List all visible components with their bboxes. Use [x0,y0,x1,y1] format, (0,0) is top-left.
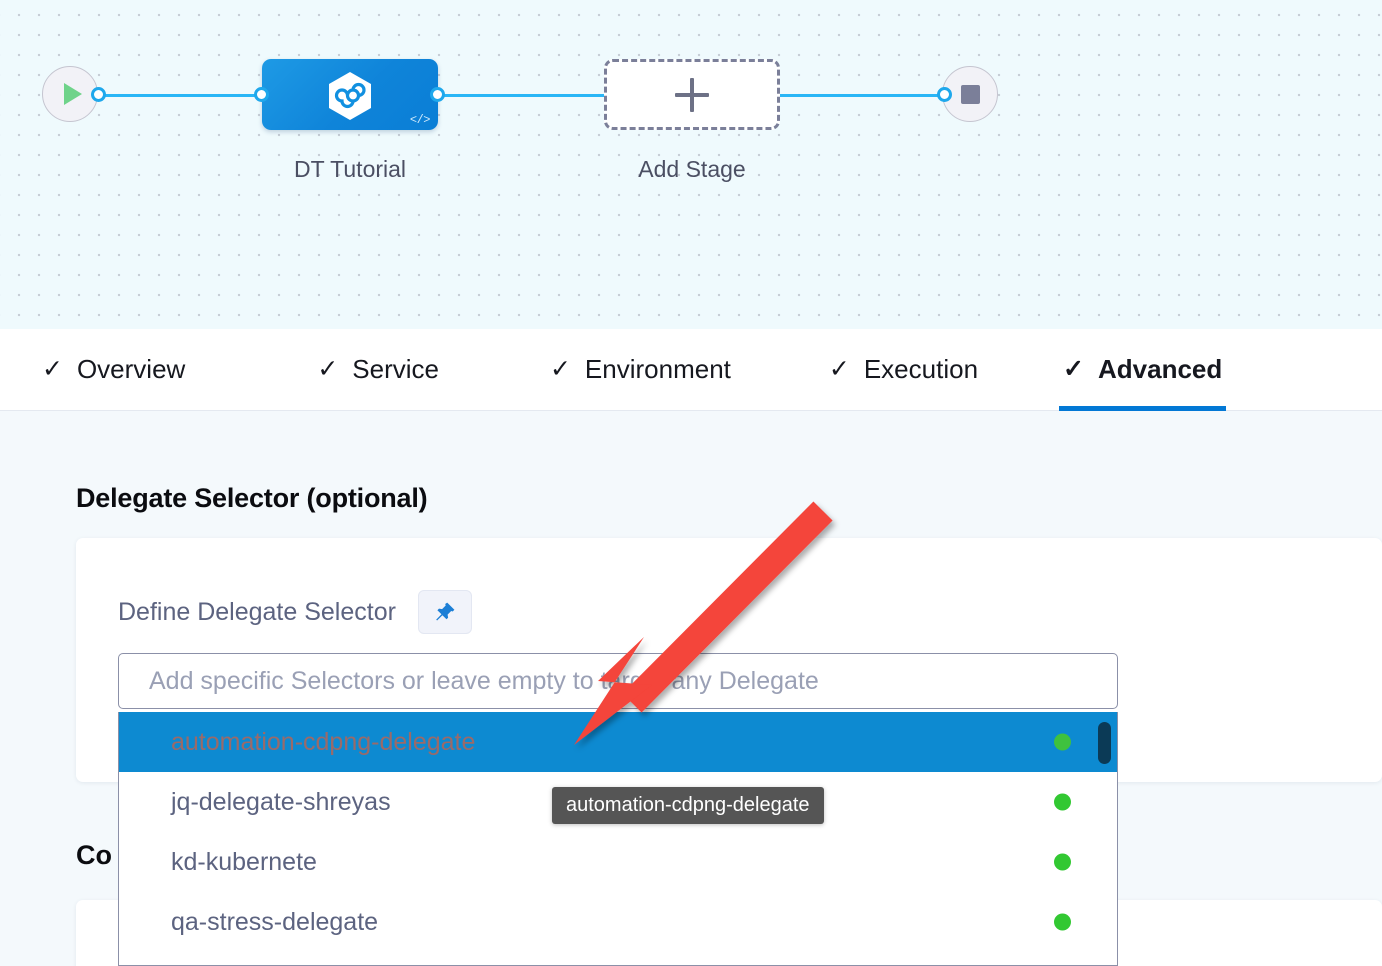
code-icon: </> [409,113,431,127]
check-icon: ✓ [317,355,339,383]
check-icon: ✓ [42,355,63,383]
option-label: jq-delegate-shreyas [171,787,391,816]
stage-node-dt-tutorial[interactable]: </> [262,59,438,130]
tab-advanced[interactable]: ✓ Advanced [1059,329,1227,411]
tab-execution-label: Execution [863,354,979,384]
delegate-selector-input-wrapper[interactable]: Add specific Selectors or leave empty to… [118,653,1118,709]
dropdown-scrollbar-thumb[interactable] [1098,722,1111,764]
stage-node-label: DT Tutorial [293,156,407,182]
dropdown-option-kd-kubernete[interactable]: kd-kubernete [119,832,1117,892]
dropdown-option-jq-delegate-shreyas[interactable]: jq-delegate-shreyas [119,772,1117,832]
add-stage-button[interactable] [604,59,780,130]
port-stage-input[interactable] [254,87,269,102]
port-start-output[interactable] [91,87,106,102]
option-label: kd-kubernete [171,847,317,876]
pipeline-canvas[interactable]: </> DT Tutorial Add Stage [0,0,1382,329]
option-label: automation-cdpng-delegate [171,727,476,756]
check-icon: ✓ [1063,355,1084,383]
stop-icon [960,84,980,104]
tab-overview[interactable]: ✓ Overview [38,329,189,411]
tab-environment-label: Environment [584,354,731,384]
tab-execution[interactable]: ✓ Execution [825,329,982,411]
delegate-status-dot [1054,913,1071,931]
define-delegate-selector-label: Define Delegate Selector [118,597,396,626]
delegate-status-dot [1054,733,1071,751]
check-icon: ✓ [828,355,850,383]
delegate-status-dot [1054,853,1071,871]
option-label: qa-stress-delegate [171,907,379,936]
connector-line-addstage-to-end [772,94,950,97]
tab-environment[interactable]: ✓ Environment [546,329,735,411]
delegate-options-dropdown[interactable]: automation-cdpng-delegate jq-delegate-sh… [118,712,1118,966]
second-section-heading: Co [76,840,112,870]
delegate-status-dot [1054,793,1071,811]
connector-line-stage-to-addstage [436,94,616,97]
connector-line-start-to-stage [98,94,268,97]
delegate-selector-heading: Delegate Selector (optional) [76,483,428,513]
tab-advanced-label: Advanced [1097,354,1223,384]
dropdown-option-qa-stress-delegate[interactable]: qa-stress-delegate [119,892,1117,952]
pushpin-icon [436,602,455,621]
play-icon [63,83,82,105]
delegate-name-tooltip: automation-cdpng-delegate [552,787,824,824]
check-icon: ✓ [549,355,571,383]
dropdown-option-automation-cdpng-delegate[interactable]: automation-cdpng-delegate [119,712,1117,772]
pipeline-start-node[interactable] [42,66,98,122]
pushpin-button[interactable] [417,590,472,634]
tab-overview-label: Overview [76,354,186,384]
tab-service[interactable]: ✓ Service [313,329,443,411]
add-stage-label: Add Stage [638,156,746,182]
harness-hexagon-icon [329,72,371,120]
port-end-input[interactable] [937,87,952,102]
port-stage-output[interactable] [430,87,445,102]
stage-config-tabbar: ✓ Overview ✓ Service ✓ Environment ✓ Exe… [0,329,1382,411]
define-delegate-selector-row: Define Delegate Selector [118,590,472,634]
tab-service-label: Service [352,354,439,384]
plus-icon-bar [675,92,709,97]
delegate-selector-placeholder: Add specific Selectors or leave empty to… [149,666,819,695]
